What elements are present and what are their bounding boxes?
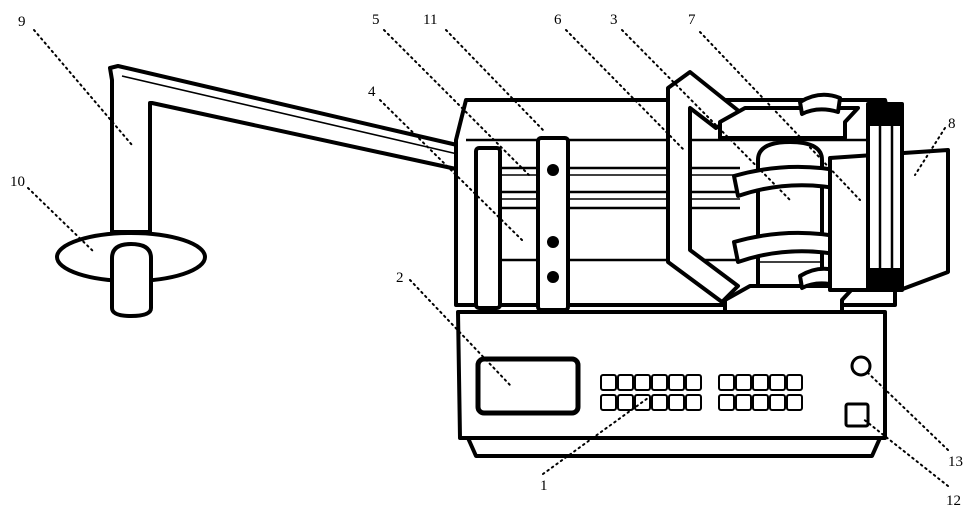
keypad-key — [718, 394, 735, 411]
keypad-key — [752, 394, 769, 411]
keypad-key — [617, 374, 634, 391]
upper-blade-holder — [718, 92, 860, 140]
keypad-key — [752, 374, 769, 391]
keypad-key — [718, 374, 735, 391]
callout-label-4: 4 — [368, 84, 376, 100]
callout-label-6: 6 — [554, 12, 562, 28]
keypad-key — [735, 374, 752, 391]
reel-stand-arm — [108, 64, 472, 234]
roller-bolt — [547, 164, 559, 176]
reel-holder — [55, 231, 207, 318]
keypad-key — [685, 374, 702, 391]
wire-guide-post — [474, 146, 502, 310]
keypad-key — [769, 394, 786, 411]
callout-label-9: 9 — [18, 14, 26, 30]
keypad-key — [668, 394, 685, 411]
display-screen — [475, 356, 581, 416]
cutter-drum — [756, 140, 824, 292]
callout-label-7: 7 — [688, 12, 696, 28]
side-cover — [828, 102, 950, 292]
callout-label-2: 2 — [396, 270, 404, 286]
roller-bolt — [547, 271, 559, 283]
callout-labels: 1 2 3 4 5 6 7 8 9 10 11 12 13 — [10, 12, 963, 509]
keypad-key — [786, 394, 803, 411]
callout-label-1: 1 — [540, 478, 548, 494]
roller-bolt — [547, 236, 559, 248]
keypad-key — [735, 394, 752, 411]
power-knob — [850, 355, 872, 377]
keypad-key — [600, 374, 617, 391]
leader-lines — [27, 29, 949, 487]
callout-label-12: 12 — [946, 493, 961, 509]
power-switch — [844, 402, 870, 428]
keypad — [600, 374, 803, 411]
cutter-frame — [666, 70, 742, 304]
callout-label-11: 11 — [423, 12, 437, 28]
roller-plate — [536, 136, 570, 312]
callout-label-8: 8 — [948, 116, 956, 132]
keypad-key — [685, 394, 702, 411]
keypad-key — [617, 394, 634, 411]
keypad-key — [651, 394, 668, 411]
callout-label-5: 5 — [372, 12, 380, 28]
keypad-key — [600, 394, 617, 411]
keypad-key — [769, 374, 786, 391]
keypad-key — [786, 374, 803, 391]
keypad-key — [668, 374, 685, 391]
keypad-key — [634, 374, 651, 391]
callout-label-13: 13 — [948, 454, 963, 470]
keypad-key — [651, 374, 668, 391]
callout-label-10: 10 — [10, 174, 25, 190]
callout-label-3: 3 — [610, 12, 618, 28]
